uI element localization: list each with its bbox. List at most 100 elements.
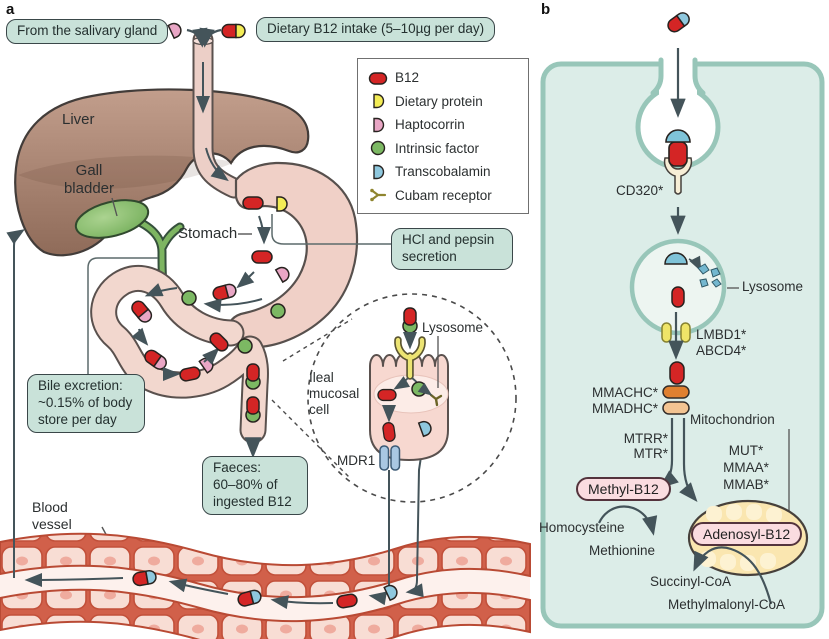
b12-icon — [251, 250, 273, 264]
legend-label: Cubam receptor — [395, 187, 492, 203]
intrinsic-factor-icon — [368, 140, 388, 156]
lysosome-b-shape — [629, 238, 727, 336]
legend: B12 Dietary protein Haptocorrin Intrinsi… — [357, 58, 529, 214]
legend-item-haptocorrin: Haptocorrin — [368, 113, 520, 137]
salivary-gland-callout: From the salivary gland — [6, 19, 169, 44]
homocysteine-label: Homocysteine — [539, 520, 625, 535]
tc-drop-line — [405, 436, 425, 598]
adenosyl-b12-badge: Adenosyl-B12 — [691, 522, 803, 546]
blood-vessel-label: Blood vessel — [32, 499, 72, 532]
gall-label-tick — [111, 197, 118, 217]
b12-icon — [671, 286, 685, 308]
enterohepatic-line — [6, 229, 25, 578]
stomach-arrow — [236, 271, 255, 289]
b12-dietary-protein-icon — [221, 23, 246, 39]
cd320-receptor-icon — [663, 129, 693, 195]
ileal-cell-inset — [271, 293, 517, 503]
ileal-mucosal-cell-label: Ileal mucosal cell — [309, 370, 360, 417]
mtrr-label: MTRR* — [623, 431, 668, 446]
inset-arrow — [417, 382, 433, 396]
legend-label: Haptocorrin — [395, 117, 465, 133]
b12-transcobalamin-icon — [664, 9, 693, 36]
mtr-label: MTR* — [633, 446, 669, 461]
succinyl-coa-label: Succinyl-CoA — [650, 574, 732, 589]
liver-label: Liver — [62, 111, 95, 128]
degraded-transcobalamin-icon — [697, 263, 722, 288]
lysosome-label: Lysosome — [422, 320, 484, 335]
vessel-arrow — [168, 578, 229, 595]
b12-capsule-icon — [368, 71, 388, 85]
blood-vessel-shape — [0, 532, 531, 639]
mmab-label: MMAB* — [723, 477, 769, 492]
inset-arrow — [393, 376, 411, 390]
b12-icon — [669, 361, 685, 385]
legend-label: Intrinsic factor — [395, 140, 480, 156]
vessel-arrow — [270, 595, 334, 610]
b12-haptocorrin-icon — [128, 297, 155, 326]
mmadhc-icon — [662, 401, 690, 415]
hcl-box-connector — [271, 214, 392, 245]
mdr1-channel-icon — [379, 445, 401, 471]
stomach-label: Stomach — [178, 225, 238, 242]
methionine-label: Methionine — [589, 543, 656, 558]
intrinsic-factor-icon — [411, 381, 427, 397]
legend-item-intrinsic-factor: Intrinsic factor — [368, 137, 520, 161]
haptocorrin-icon — [275, 264, 293, 283]
lysosome-b-label: Lysosome — [742, 279, 804, 294]
mmachc-icon — [662, 385, 690, 399]
mitochondrion-label: Mitochondrion — [690, 412, 775, 427]
homocysteine-methionine-arrow — [598, 505, 658, 536]
gut-arrow — [131, 327, 149, 346]
bile-excretion-callout: Bile excretion: ~0.15% of body store per… — [27, 374, 145, 433]
haptocorrin-icon — [167, 20, 184, 39]
abcd4-label: ABCD4* — [696, 343, 747, 358]
legend-item-b12: B12 — [368, 66, 520, 90]
b12-intrinsic-factor-icon — [245, 396, 261, 423]
faeces-callout: Faeces: 60–80% of ingested B12 — [202, 456, 308, 515]
mitochondrial-branch-arrow — [679, 418, 698, 502]
b12-haptocorrin-icon — [210, 282, 239, 303]
b12-intrinsic-factor-icon — [245, 363, 261, 390]
lmbd1-abcd4-channel-icon — [661, 322, 691, 343]
antrum-arrow — [203, 298, 263, 313]
lmbd1-label: LMBD1* — [696, 327, 747, 342]
dietary-protein-icon — [368, 93, 388, 109]
mmadhc-label: MMADHC* — [592, 401, 658, 416]
panel-a-label: a — [6, 1, 15, 18]
intrinsic-factor-icon — [237, 338, 253, 354]
stomach-shape — [227, 161, 359, 349]
dietary-intake-callout: Dietary B12 intake (5–10µg per day) — [256, 17, 496, 42]
mitochondrion-shape — [687, 499, 809, 577]
intrinsic-factor-icon — [270, 303, 286, 319]
methylmalonyl-succinyl-arrow — [693, 546, 773, 605]
dietary-protein-icon — [276, 196, 288, 212]
mmaa-label: MMAA* — [723, 460, 769, 475]
bile-box-connector — [87, 257, 158, 376]
vessel-arrow — [24, 572, 124, 587]
cubam-receptor-icon — [368, 187, 388, 203]
intrinsic-factor-icon — [181, 290, 197, 306]
legend-item-transcobalamin: Transcobalamin — [368, 160, 520, 184]
transcobalamin-icon — [664, 252, 688, 265]
gall-bladder-label: Gall bladder — [63, 162, 115, 197]
gut-arrow — [202, 347, 220, 365]
mmachc-label: MMACHC* — [592, 385, 658, 400]
gut-arrow — [162, 366, 181, 381]
dietary-arrow — [199, 27, 222, 48]
legend-item-cubam-receptor: Cubam receptor — [368, 184, 520, 208]
stomach-arrow — [256, 215, 271, 245]
legend-item-dietary-protein: Dietary protein — [368, 90, 520, 114]
mut-label: MUT* — [728, 443, 764, 458]
cubam-receptor-icon — [395, 337, 425, 379]
gall-bladder-shape — [74, 199, 150, 239]
methyl-b12-badge: Methyl-B12 — [576, 477, 671, 501]
mdr1-label: MDR1 — [337, 453, 376, 468]
panel-b-label: b — [541, 1, 551, 18]
legend-label: Transcobalamin — [395, 164, 491, 180]
legend-label: Dietary protein — [395, 93, 483, 109]
methylmalonyl-coa-label: Methylmalonyl-CoA — [668, 597, 786, 612]
legend-label: B12 — [395, 70, 420, 86]
transcobalamin-icon — [368, 164, 388, 180]
